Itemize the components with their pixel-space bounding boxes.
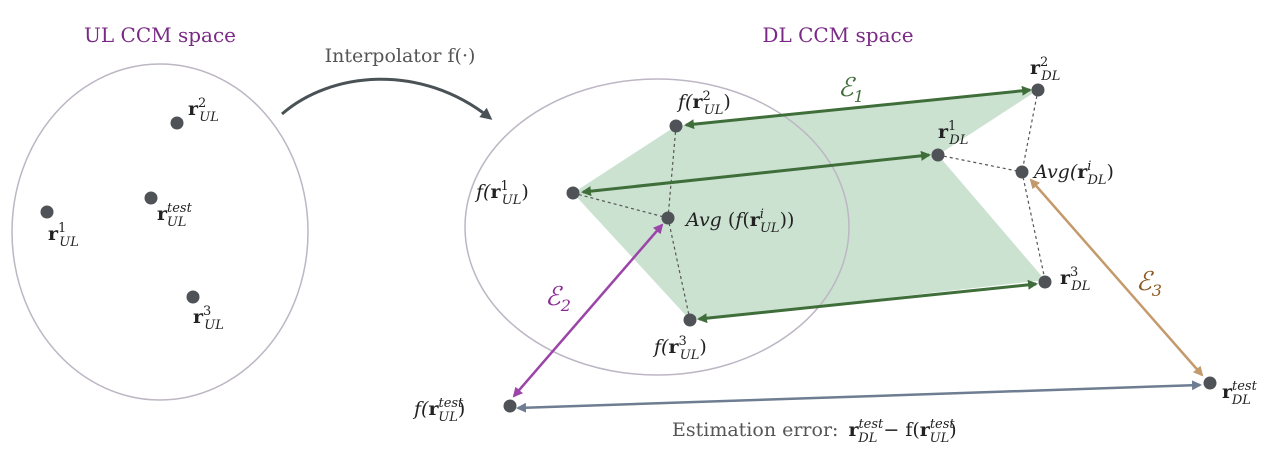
dl-space-title: DL CCM space [762,23,913,47]
point-rtest-ul [144,191,158,205]
e2-arrow [512,223,664,398]
point-r3-ul [186,290,200,304]
point-rtest-dl [1203,376,1217,390]
interpolator-arrow [281,77,493,120]
e1-arrow-2 [684,85,1032,130]
label-e1: ℰ1 [838,73,864,106]
e3-arrow [1029,178,1204,377]
ul-space-circle [11,63,309,401]
point-f-r3-ul [683,313,697,327]
e1-arrow-3 [697,279,1038,324]
mapping-region [573,90,1045,320]
point-f-rtest-ul [503,399,517,413]
points [40,83,1217,413]
label-e2: ℰ2 [545,282,571,315]
label-e3: ℰ3 [1136,267,1162,300]
point-avg-dl [1015,165,1029,179]
point-r2-ul [170,116,184,130]
point-f-r1-ul [566,186,580,200]
ul-space-title: UL CCM space [84,23,236,47]
point-f-r2-ul [669,119,683,133]
point-r1-dl [931,148,945,162]
point-r1-ul [40,205,54,219]
point-r2-dl [1031,83,1045,97]
estimation-error-arrow [516,380,1202,413]
interpolator-label: Interpolator f(·) [325,45,476,67]
point-avg-f-ul [661,211,675,225]
e1-arrow-1 [581,150,931,197]
point-r3-dl [1038,275,1052,289]
